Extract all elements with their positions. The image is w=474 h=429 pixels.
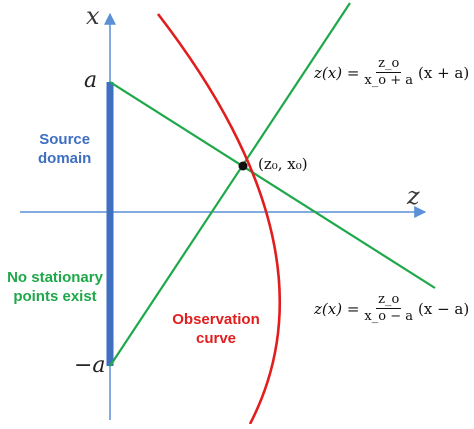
tick-label-neg-a: −a [74, 353, 106, 378]
observation-line1: Observation [172, 311, 260, 328]
lower-eq-lhs: z(x) = [314, 299, 360, 318]
lower-eq-numerator: z_o [376, 292, 402, 309]
lower-eq-rhs: (x − a) [417, 299, 470, 318]
source-domain-label: Source domain [38, 130, 91, 168]
tick-label-a: a [84, 68, 98, 93]
intersection-point [238, 161, 248, 171]
observation-curve [156, 13, 282, 425]
lower-line [109, 81, 436, 289]
upper-eq-lhs: z(x) = [314, 63, 360, 82]
upper-eq-numerator: z_o [376, 56, 402, 73]
observation-curve-label: Observation curve [156, 310, 276, 348]
no-stationary-line2: points exist [13, 288, 97, 305]
upper-eq-fraction: z_o x_o + a [362, 56, 415, 89]
lower-equation: z(x) = z_o x_o − a (x − a) [314, 292, 469, 325]
lower-eq-denominator: x_o − a [364, 309, 413, 324]
source-domain-line2: domain [38, 150, 92, 167]
upper-eq-denominator: x_o + a [364, 73, 413, 88]
x-axis-label: x [86, 2, 100, 30]
z-axis-label: z [407, 182, 420, 210]
no-stationary-label: No stationary points exist [0, 268, 110, 306]
lower-eq-fraction: z_o x_o − a [362, 292, 415, 325]
point-label: (z₀, x₀) [258, 155, 308, 173]
upper-equation: z(x) = z_o x_o + a (x + a) [314, 56, 469, 89]
source-domain-line1: Source [39, 131, 91, 148]
no-stationary-line1: No stationary [7, 269, 103, 286]
upper-line [109, 2, 351, 367]
observation-line2: curve [195, 330, 237, 347]
upper-eq-rhs: (x + a) [417, 63, 470, 82]
